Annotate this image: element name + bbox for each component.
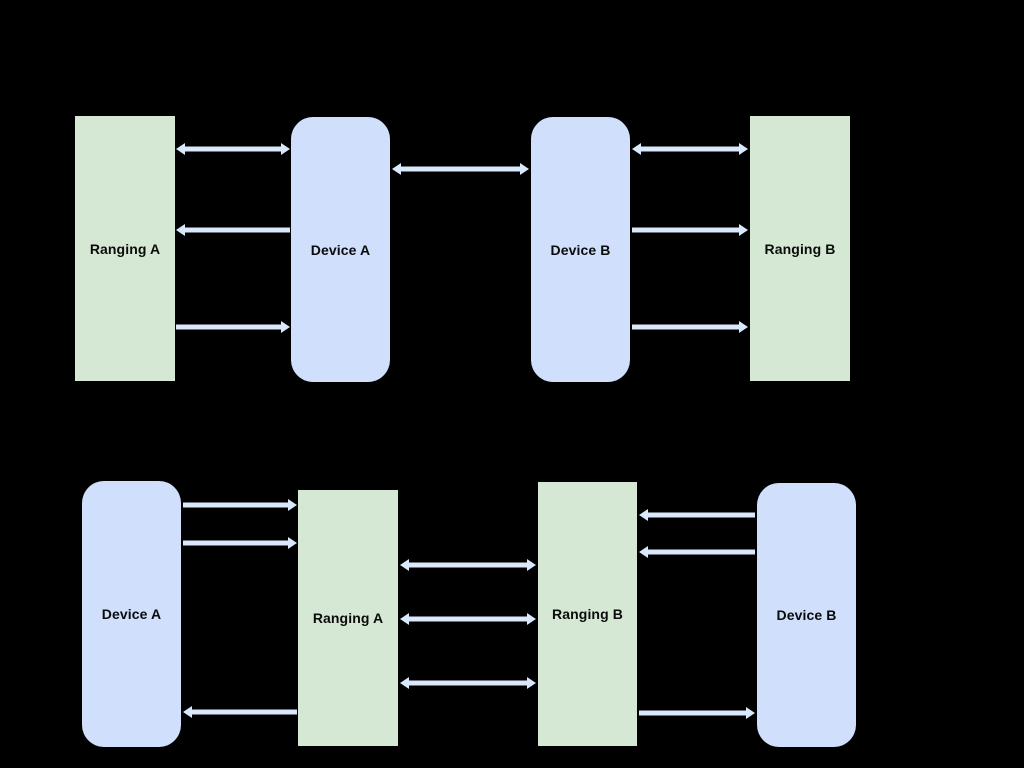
node-label: Ranging A [89,240,161,257]
arrow-head-icon [281,321,290,333]
arrow-head-icon [739,321,748,333]
arrow-head-icon [288,499,297,511]
edge-b-e8[interactable] [639,546,755,558]
edge-t-e4[interactable] [392,163,529,175]
arrow-head-icon [527,677,536,689]
node-label: Ranging B [764,240,836,257]
arrow-head-icon [527,559,536,571]
edge-t-e2[interactable] [176,224,290,236]
arrow-head-icon [176,224,185,236]
node-label: Ranging A [312,610,384,626]
arrow-head-icon [288,537,297,549]
node-top-device-b[interactable]: Device B [531,117,630,382]
node-top-device-a[interactable]: Device A [291,117,390,382]
edge-b-e3[interactable] [183,706,297,718]
arrow-head-icon [739,143,748,155]
node-label: Device A [310,241,371,258]
arrow-head-icon [639,509,648,521]
node-top-ranging-b[interactable]: Ranging B [750,116,850,381]
node-label: Device B [550,241,611,258]
arrow-head-icon [527,613,536,625]
arrow-head-icon [746,707,755,719]
arrow-head-icon [183,706,192,718]
arrow-head-icon [739,224,748,236]
arrow-head-icon [520,163,529,175]
node-bot-device-a[interactable]: Device A [82,481,181,747]
edge-b-e5[interactable] [400,613,536,625]
arrow-head-icon [176,143,185,155]
node-label: Device B [776,607,837,623]
edge-b-e7[interactable] [639,509,755,521]
arrow-head-icon [639,546,648,558]
arrow-head-icon [392,163,401,175]
edge-t-e1[interactable] [176,143,290,155]
node-bot-ranging-a[interactable]: Ranging A [298,490,398,746]
node-top-ranging-a[interactable]: Ranging A [75,116,175,381]
edge-b-e4[interactable] [400,559,536,571]
arrow-head-icon [400,613,409,625]
arrow-head-icon [400,677,409,689]
edge-b-e2[interactable] [183,537,297,549]
arrow-head-icon [281,143,290,155]
node-label: Device A [101,606,162,622]
edge-t-e5[interactable] [632,143,748,155]
node-bot-ranging-b[interactable]: Ranging B [538,482,637,746]
edge-t-e7[interactable] [632,321,748,333]
edge-b-e9[interactable] [639,707,755,719]
node-bot-device-b[interactable]: Device B [757,483,856,747]
node-label: Ranging B [552,606,623,622]
edge-t-e6[interactable] [632,224,748,236]
arrow-head-icon [632,143,641,155]
edge-t-e3[interactable] [176,321,290,333]
edge-b-e1[interactable] [183,499,297,511]
arrow-head-icon [400,559,409,571]
edge-b-e6[interactable] [400,677,536,689]
